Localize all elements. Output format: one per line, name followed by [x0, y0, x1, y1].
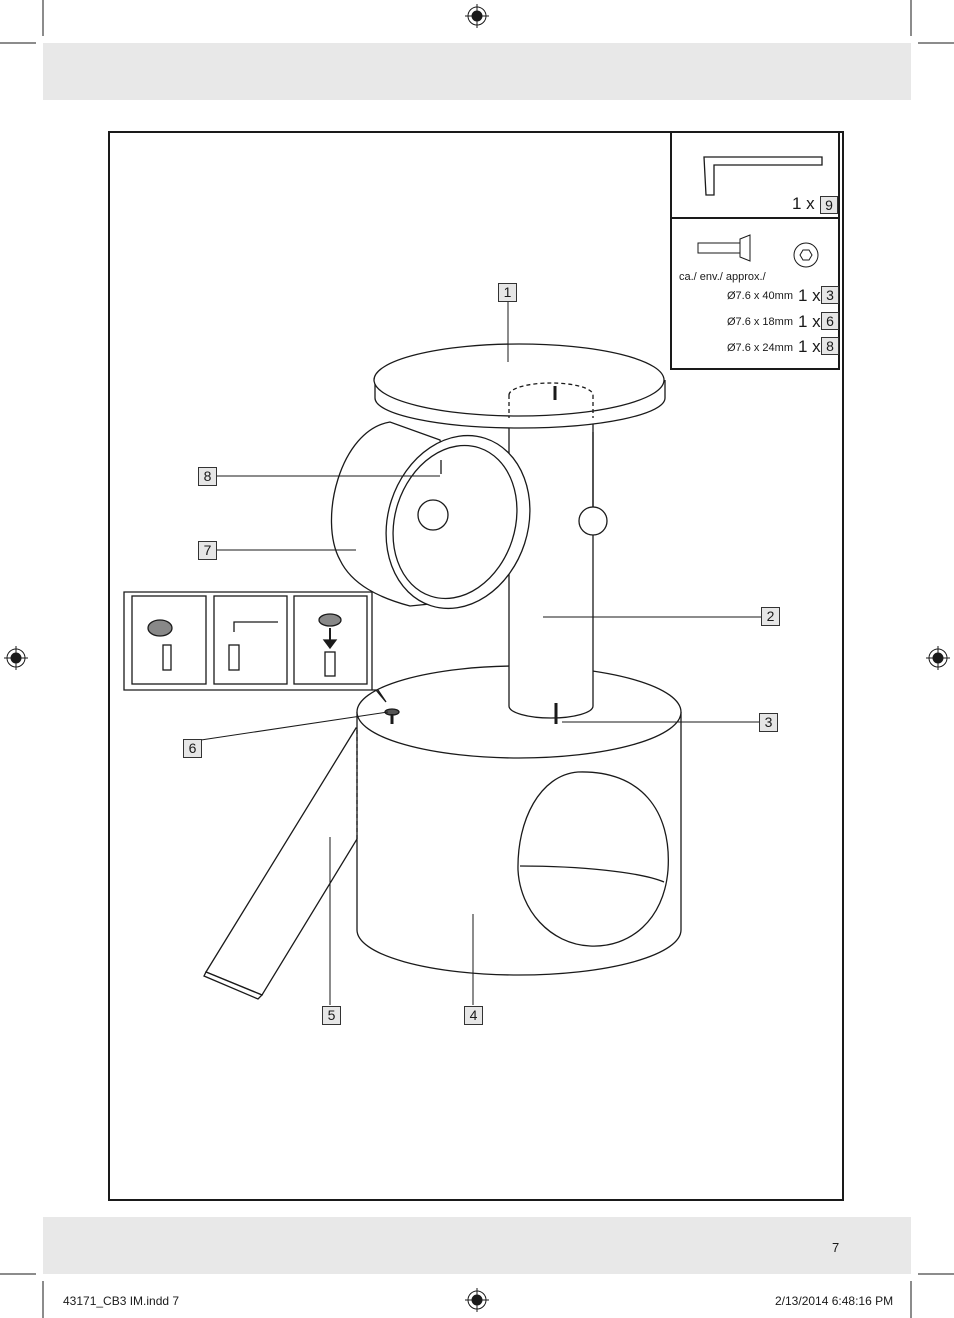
- label-ramp-screw: 6: [183, 739, 202, 758]
- header-band: [43, 43, 911, 100]
- label-ramp: 5: [322, 1006, 341, 1025]
- label-base-drum: 4: [464, 1006, 483, 1025]
- screw-part-6: 6: [821, 312, 839, 330]
- screw-size-3: Ø7.6 x 40mm: [726, 290, 793, 302]
- registration-mark-right: [926, 646, 950, 670]
- toy-ball: [578, 506, 608, 536]
- post-drawing: [508, 399, 594, 719]
- label-post-screw: 3: [759, 713, 778, 732]
- slug-timestamp: 2/13/2014 6:48:16 PM: [775, 1294, 894, 1308]
- parts-divider: [672, 217, 838, 219]
- platform-drawing: [373, 343, 666, 429]
- screw-qty-6: 1 x: [798, 312, 821, 331]
- label-tunnel-screw: 8: [198, 467, 217, 486]
- screws-approx-note: ca./ env./ approx./: [679, 271, 766, 283]
- parts-box: [670, 131, 840, 370]
- wrench-qty: 1 x: [792, 194, 815, 213]
- tunnel-drawing: [330, 421, 531, 610]
- ramp-screw-drawing: [384, 708, 400, 724]
- screw-size-8: Ø7.6 x 24mm: [726, 342, 793, 354]
- screw-icon: [697, 234, 819, 268]
- slug-filename: 43171_CB3 IM.indd 7: [63, 1294, 180, 1308]
- screw-qty-8: 1 x: [798, 337, 821, 356]
- label-tunnel: 7: [198, 541, 217, 560]
- label-platform: 1: [498, 283, 517, 302]
- screw-part-3: 3: [821, 286, 839, 304]
- cover-cap-detail: [123, 591, 387, 703]
- screw-part-8: 8: [821, 337, 839, 355]
- illustration-frame: [108, 131, 844, 1201]
- screw-qty-3: 1 x: [798, 286, 821, 305]
- page-number: 7: [832, 1240, 840, 1255]
- footer-band: [43, 1217, 911, 1274]
- hex-key-icon: [703, 156, 823, 196]
- wrench-part-number: 9: [820, 196, 838, 214]
- registration-mark-bottom: [465, 1288, 489, 1312]
- label-post: 2: [761, 607, 780, 626]
- registration-mark-top: [465, 4, 489, 28]
- screw-size-6: Ø7.6 x 18mm: [726, 316, 793, 328]
- registration-mark-left: [4, 646, 28, 670]
